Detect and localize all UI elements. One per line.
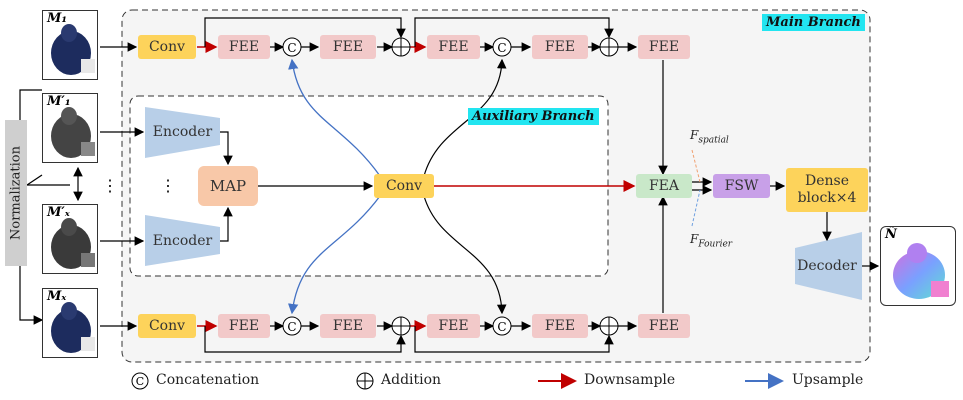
add-node-top-2 [599,37,619,57]
fee-top-2: FEE [320,35,376,59]
ellipsis-encoders: ⋮ [160,176,176,195]
svg-text:C: C [497,320,506,334]
decoder-module: Decoder [797,258,857,274]
svg-text:C: C [287,41,296,55]
map-module: MAP [198,166,258,206]
fee-bottom-4: FEE [532,314,588,338]
ellipsis-inputs: ⋮ [102,176,118,195]
dense-block-module: Dense block×4 [786,168,868,212]
normalization-label: Normalization [8,146,24,240]
dense-label-1: Dense [805,172,849,189]
fee-top-3: FEE [427,35,480,59]
label-mx-prime: M′ₓ [47,205,70,220]
legend-addition: Addition [381,372,442,388]
encoder-top-shape [145,107,220,158]
input-image-mx-prime: M′ₓ [42,204,98,274]
conv-bottom: Conv [138,314,196,338]
legend-concat-icon: C [131,372,149,390]
output-label: Ñ [885,227,897,242]
output-normal-map: Ñ [880,226,956,306]
fee-top-1: FEE [218,35,270,59]
fee-top-5: FEE [638,35,690,59]
dense-label-2: block×4 [797,190,857,206]
conv-top: Conv [138,35,196,59]
encoder-top: Encoder [152,124,213,140]
normalization-block: Normalization [5,120,27,266]
input-image-m1-prime: M′₁ [42,93,98,163]
fee-bottom-5: FEE [638,314,690,338]
add-node-bottom-1 [391,316,411,336]
fsw-module: FSW [713,174,770,198]
add-node-bottom-2 [599,316,619,336]
encoder-bottom: Encoder [152,233,213,249]
conv-auxiliary: Conv [374,174,434,198]
svg-text:C: C [497,41,506,55]
fee-bottom-2: FEE [320,314,376,338]
fee-bottom-3: FEE [427,314,480,338]
svg-text:C: C [136,375,144,388]
fee-top-4: FEE [532,35,588,59]
main-branch-label: Main Branch [762,14,865,31]
svg-text:C: C [287,320,296,334]
legend-downsample: Downsample [584,372,676,388]
input-image-mx: Mₓ [42,288,98,358]
decoder-shape [795,232,862,300]
concat-node-bottom-2: C [492,316,512,336]
fea-module: FEA [636,174,692,198]
label-m1: M₁ [47,11,68,26]
add-node-top-1 [391,37,411,57]
legend-concatenation: Concatenation [156,372,260,388]
f-fourier-label: FFourier [690,232,733,250]
legend-add-icon [356,372,374,390]
label-mx: Mₓ [47,289,67,304]
fee-bottom-1: FEE [218,314,270,338]
auxiliary-branch-label: Auxiliary Branch [468,108,599,125]
concat-node-top-2: C [492,37,512,57]
concat-node-top-1: C [282,37,302,57]
encoder-bottom-shape [145,215,220,266]
concat-node-bottom-1: C [282,316,302,336]
label-m1-prime: M′₁ [47,94,71,109]
f-spatial-label: Fspatial [690,128,729,146]
input-image-m1: M₁ [42,10,98,80]
legend-upsample: Upsample [792,372,864,388]
